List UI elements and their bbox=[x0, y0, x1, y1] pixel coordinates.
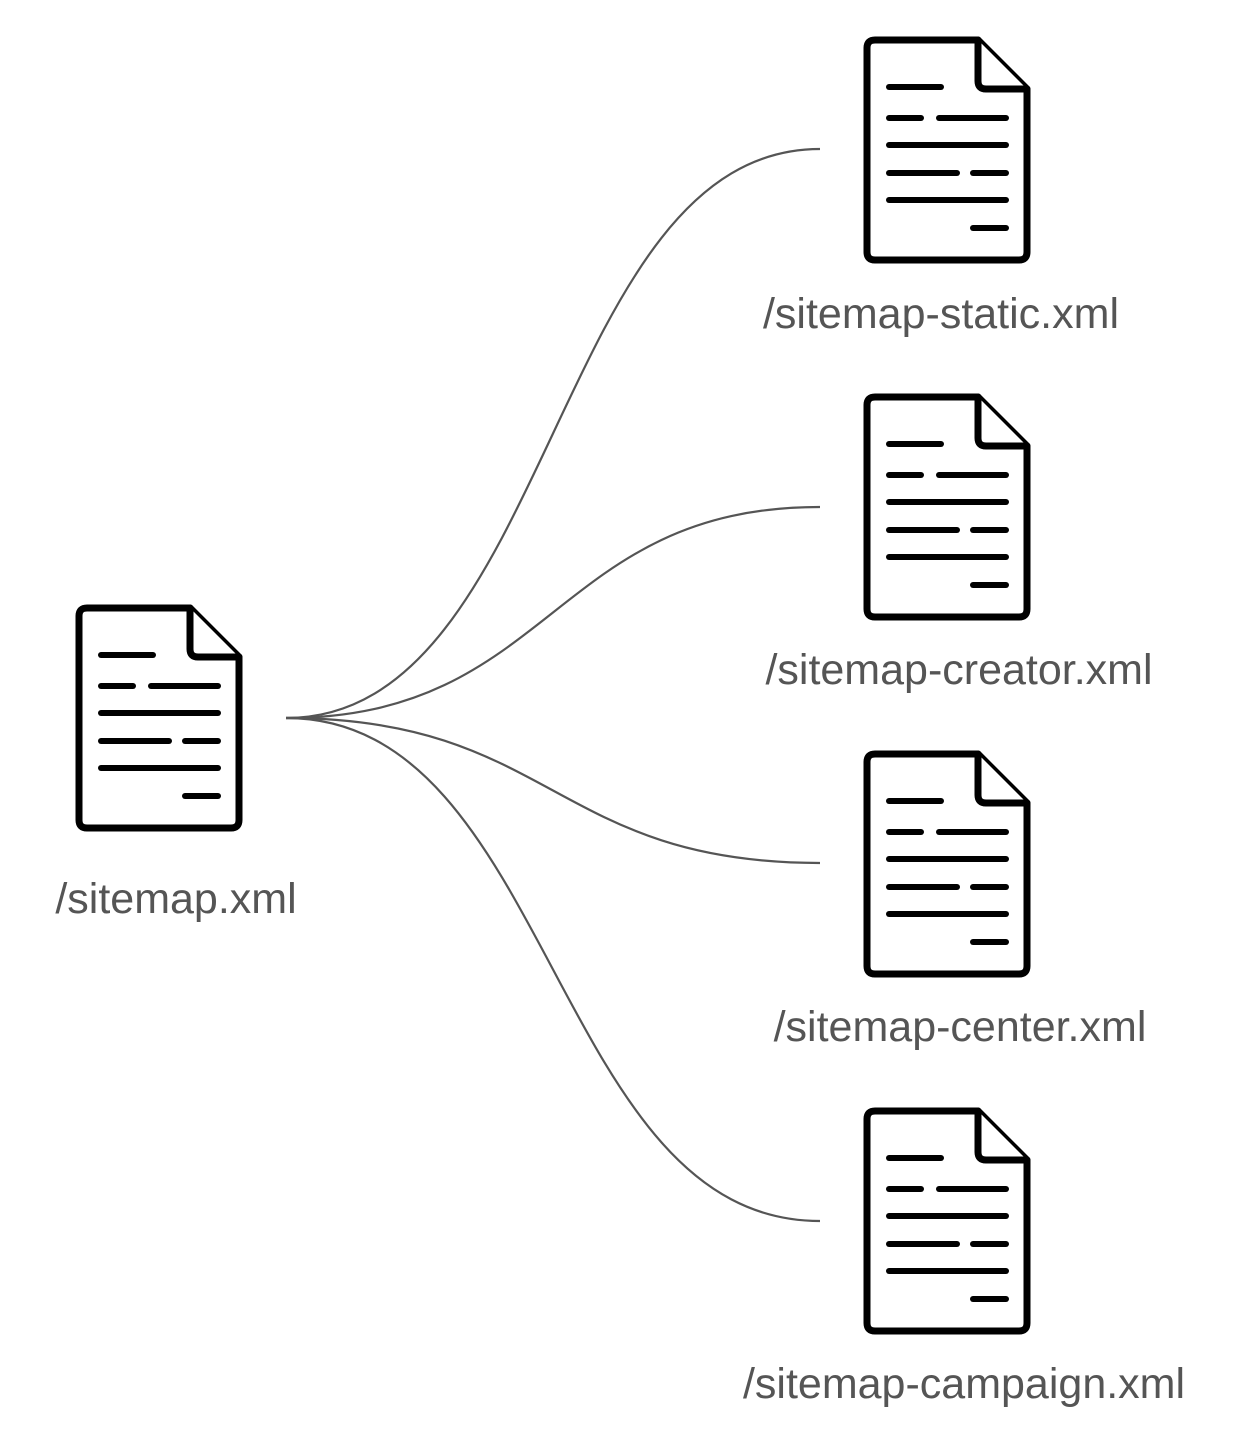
child-node-campaign[interactable]: /sitemap-campaign.xml bbox=[743, 1111, 1185, 1408]
document-icon bbox=[867, 1111, 1027, 1331]
child-node-label: /sitemap-creator.xml bbox=[765, 646, 1152, 694]
edge-to-static bbox=[285, 147, 821, 720]
root-node[interactable]: /sitemap.xml bbox=[55, 608, 297, 923]
root-node-label: /sitemap.xml bbox=[55, 875, 296, 923]
child-node-label: /sitemap-center.xml bbox=[774, 1003, 1147, 1051]
document-icon bbox=[79, 608, 239, 828]
document-icon bbox=[867, 40, 1027, 260]
child-node-label: /sitemap-static.xml bbox=[763, 290, 1119, 338]
child-node-center[interactable]: /sitemap-center.xml bbox=[774, 754, 1147, 1051]
child-node-creator[interactable]: /sitemap-creator.xml bbox=[765, 397, 1153, 694]
edge-to-center bbox=[285, 716, 821, 865]
document-icon bbox=[867, 397, 1027, 617]
edge-to-campaign bbox=[285, 716, 821, 1223]
child-node-label: /sitemap-campaign.xml bbox=[743, 1360, 1185, 1408]
child-node-static[interactable]: /sitemap-static.xml bbox=[763, 40, 1119, 338]
document-icon bbox=[867, 754, 1027, 974]
edge-to-creator bbox=[285, 505, 821, 720]
edges-group bbox=[285, 147, 821, 1223]
